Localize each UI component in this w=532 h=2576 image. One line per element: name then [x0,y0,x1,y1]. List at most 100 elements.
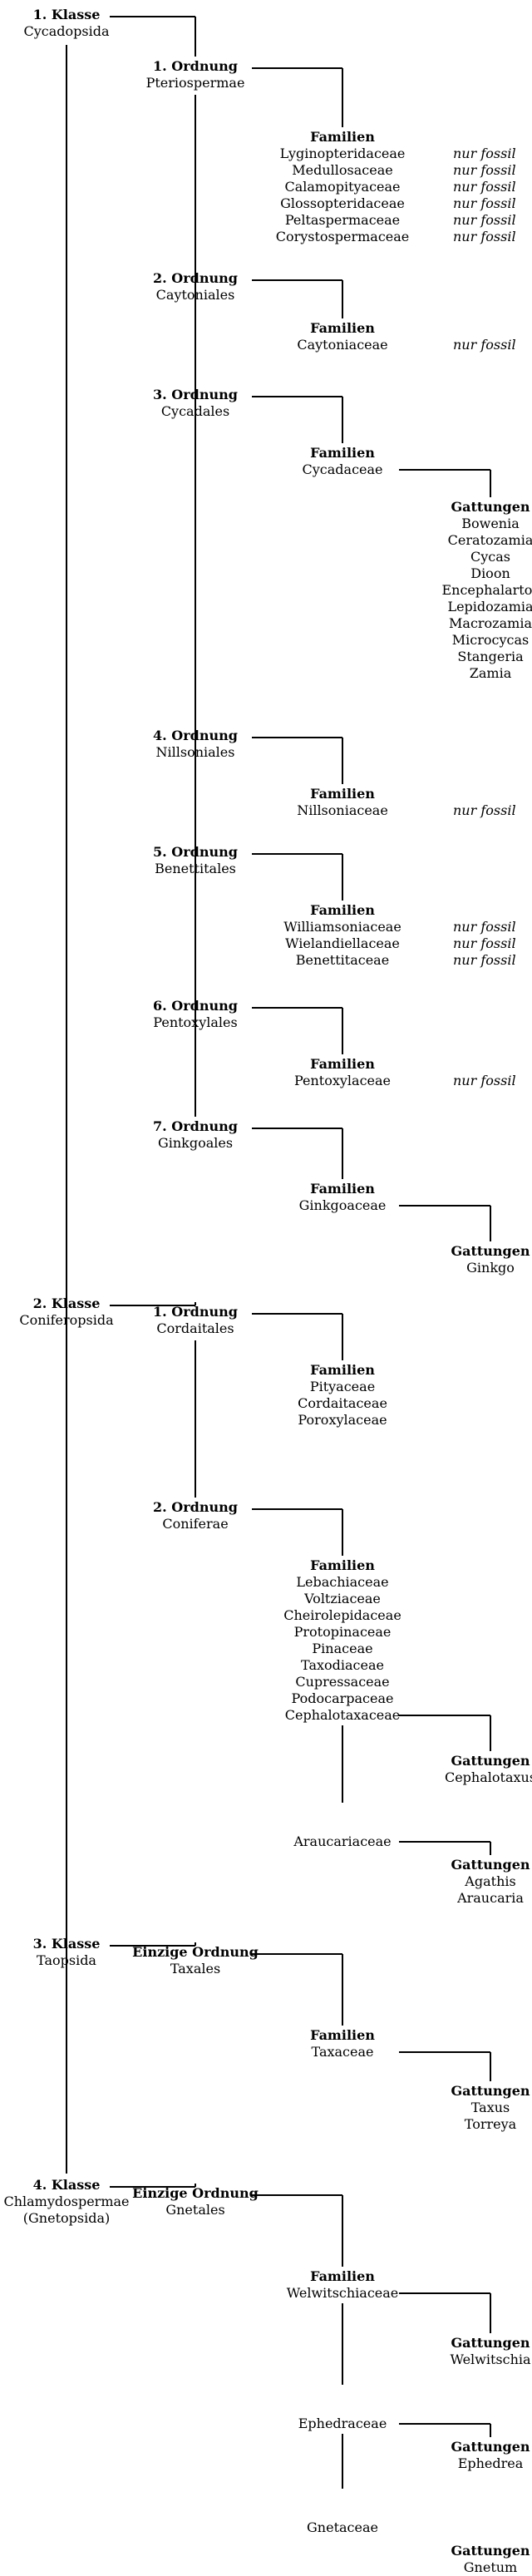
family-medullosaceae: Medullosaceae [251,162,434,179]
genera-ephedraceae-heading: Gattungen [451,2439,530,2455]
family-lebachiaceae-name: Lebachiaceae [296,1574,389,1590]
class-k1-heading: 1. Klasse [32,7,101,22]
family-cheirolepidaceae-name: Cheirolepidaceae [283,1607,401,1623]
genera-cephalotaxaceae-heading: Gattungen [451,1753,530,1769]
family-ginkgoaceae: Ginkgoaceae [251,1197,434,1214]
genera-cycadaceae-name: Macrozamia [449,615,532,631]
family-taxaceae-name: Taxaceae [311,2044,374,2060]
families-heading-k1o3: Familien [251,445,434,461]
fossil-note: nur fossil [453,162,516,178]
fossil-note: nur fossil [453,952,516,968]
family-cycadaceae: Cycadaceae [251,461,434,478]
genera-cycadaceae-name: Ceratozamia [447,532,532,548]
family-gnetaceae-name: Gnetaceae [307,2519,378,2535]
fossil-note: nur fossil [453,229,516,244]
genera-cycadaceae-name: Stangeria [457,649,524,664]
family-peltaspermaceae-name: Peltaspermaceae [284,212,401,228]
family-ephedraceae: Ephedraceae [251,2416,434,2432]
families-heading-k1o6-heading: Familien [310,1056,375,1072]
genera-cycadaceae-name: Dioon [470,565,510,581]
families-heading-k1o7: Familien [251,1181,434,1197]
families-heading-k4o1-heading: Familien [310,2268,375,2284]
genera-cephalotaxaceae-name: Cephalotaxus [444,1769,532,1785]
family-podocarpaceae: Podocarpaceae [251,1690,434,1707]
family-taxaceae: Taxaceae [251,2044,434,2060]
family-benettitaceae: Benettitaceae [251,952,434,969]
families-heading-k1o4: Familien [251,786,434,802]
family-voltziaceae: Voltziaceae [251,1591,434,1607]
genera-araucariaceae-name: Araucaria [457,1890,524,1906]
family-wielandiellaceae-name: Wielandiellaceae [285,935,400,951]
fossil-note: nur fossil [453,337,516,353]
family-poroxylaceae: Poroxylaceae [251,1412,434,1429]
family-benettitaceae-name: Benettitaceae [295,952,390,968]
family-cephalotaxaceae-name: Cephalotaxaceae [284,1707,401,1723]
fossil-note: nur fossil [453,179,516,195]
genera-ginkgoaceae-name: Ginkgo [466,1260,515,1276]
family-wielandiellaceae: Wielandiellaceae [251,935,434,952]
order-k2o2-heading: 2. Ordnung [153,1499,238,1515]
family-corystospermaceae: Corystospermaceae [251,229,434,245]
genera-cycadaceae-name: Bowenia [461,516,520,531]
family-ginkgoaceae-name: Ginkgoaceae [298,1197,387,1213]
order-k2o1-name: Cordaitales [156,1320,234,1336]
family-caytoniaceae-name: Caytoniaceae [297,337,388,353]
fossil-note: nur fossil [453,212,516,228]
family-protopinaceae: Protopinaceae [251,1624,434,1641]
genera-cycadaceae-heading: Gattungen [451,499,530,515]
order-k1o2-heading: 2. Ordnung [153,270,238,286]
genera-cycadaceae-name: Zamia [469,665,512,681]
family-welwitschiaceae-name: Welwitschiaceae [286,2285,399,2301]
genera-welwitschiaceae-name: Welwitschia [450,2351,531,2367]
family-cordaitaceae-name: Cordaitaceae [298,1395,387,1411]
family-araucariaceae-name: Araucariaceae [293,1833,392,1849]
genera-welwitschiaceae-heading: Gattungen [451,2335,530,2351]
family-cheirolepidaceae: Cheirolepidaceae [251,1607,434,1624]
fossil-note: nur fossil [453,802,516,818]
family-lyginopteridaceae: Lyginopteridaceae [251,146,434,162]
families-heading-k1o3-heading: Familien [310,445,375,461]
families-heading-k1o1: Familien [251,129,434,146]
class-k4-heading: 4. Klasse [32,2177,101,2193]
order-k1o4-heading: 4. Ordnung [153,728,238,743]
family-gnetaceae: Gnetaceae [251,2519,434,2536]
order-k1o3-heading: 3. Ordnung [153,387,238,402]
family-pentoxylaceae: Pentoxylaceae [251,1073,434,1089]
family-podocarpaceae-name: Podocarpaceae [291,1690,394,1706]
family-peltaspermaceae: Peltaspermaceae [251,212,434,229]
families-heading-k1o2-heading: Familien [310,320,375,336]
class-k2-name: Coniferopsida [19,1312,114,1328]
family-cordaitaceae: Cordaitaceae [251,1395,434,1412]
families-heading-k1o5-heading: Familien [310,902,375,918]
family-pentoxylaceae-name: Pentoxylaceae [293,1073,392,1088]
fossil-note: nur fossil [453,919,516,935]
order-k1o1-heading: 1. Ordnung [153,58,238,74]
genera-araucariaceae-name: Agathis [465,1873,516,1889]
genera-cycadaceae-name: Lepidozamia [447,599,532,614]
order-k1o3-name: Cycadales [160,403,230,419]
order-k3o1-name: Taxales [170,1961,221,1976]
family-nillsoniaceae-name: Nillsoniaceae [297,802,388,818]
class-k1-name: Cycadopsida [23,23,110,39]
fossil-note: nur fossil [453,195,516,211]
families-heading-k1o2: Familien [251,320,434,337]
family-lebachiaceae: Lebachiaceae [251,1574,434,1591]
order-k4o1-heading: Einzige Ordnung [132,2185,259,2201]
families-heading-k1o4-heading: Familien [310,786,375,802]
family-protopinaceae-name: Protopinaceae [293,1624,392,1640]
